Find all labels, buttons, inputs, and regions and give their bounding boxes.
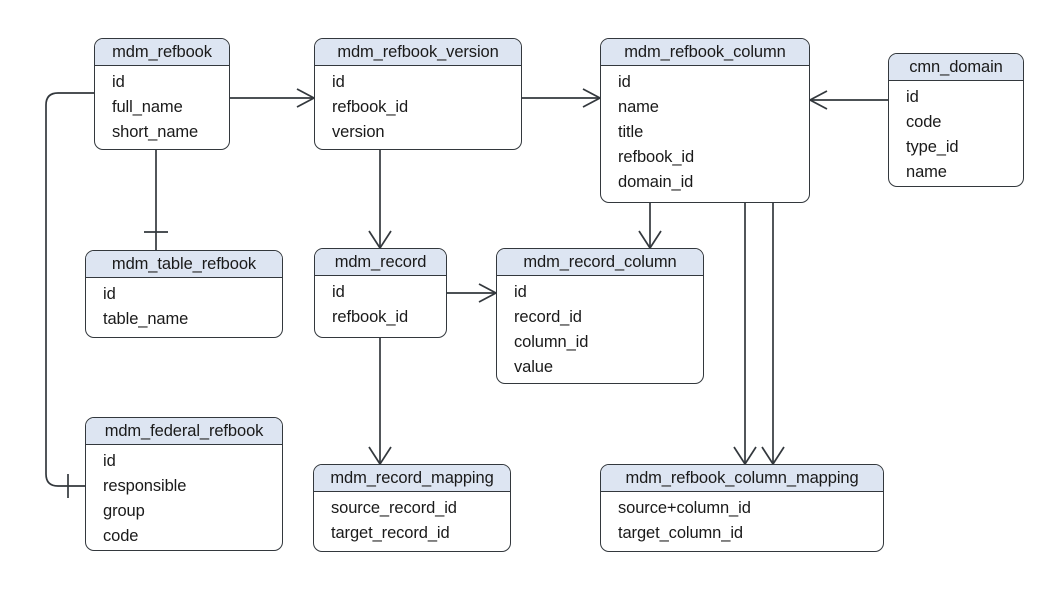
entity-field: code <box>103 527 139 545</box>
entity-field: full_name <box>112 98 183 116</box>
edge-version-to-column <box>522 88 601 108</box>
entity-title: mdm_refbook_version <box>315 39 521 66</box>
entity-field-list: source_record_id target_record_id <box>314 492 510 551</box>
entity-field-list: id table_name <box>86 278 282 337</box>
entity-title: mdm_record <box>315 249 446 276</box>
entity-field-list: id name title refbook_id domain_id <box>601 66 809 200</box>
entity-field: code <box>906 113 942 131</box>
entity-field: table_name <box>103 310 189 328</box>
entity-field: id <box>103 285 116 303</box>
edge-version-to-record <box>368 150 392 249</box>
entity-field: value <box>514 358 553 376</box>
entity-field: version <box>332 123 385 141</box>
entity-field: type_id <box>906 138 959 156</box>
entity-field: group <box>103 502 145 520</box>
entity-title: mdm_refbook_column <box>601 39 809 66</box>
edge-record-to-record-mapping <box>368 338 392 465</box>
entity-field: refbook_id <box>332 98 409 116</box>
entity-title: mdm_record_mapping <box>314 465 510 492</box>
entity-field: target_column_id <box>618 524 743 542</box>
entity-field: target_record_id <box>331 524 450 542</box>
entity-field: record_id <box>514 308 582 326</box>
entity-field: id <box>112 73 125 91</box>
entity-field: id <box>618 73 631 91</box>
entity-field-list: id refbook_id <box>315 276 446 335</box>
entity-field: name <box>618 98 659 116</box>
entity-field: id <box>514 283 527 301</box>
entity-field-list: id full_name short_name <box>95 66 229 149</box>
entity-field: id <box>906 88 919 106</box>
entity-field: domain_id <box>618 173 694 191</box>
edge-column-to-column-mapping-target <box>761 203 785 465</box>
entity-field: source_record_id <box>331 499 457 517</box>
entity-field-list: source+column_id target_column_id <box>601 492 883 551</box>
edge-refbook-to-version <box>230 88 315 108</box>
entity-field: responsible <box>103 477 187 495</box>
entity-field: id <box>103 452 116 470</box>
edge-column-to-column-mapping-source <box>733 203 757 465</box>
entity-field-list: id responsible group code <box>86 445 282 550</box>
entity-field: short_name <box>112 123 199 141</box>
entity-field: refbook_id <box>618 148 695 166</box>
entity-field: refbook_id <box>332 308 409 326</box>
edge-refbook-to-table-refbook <box>144 150 168 250</box>
entity-field: title <box>618 123 644 141</box>
edge-column-to-domain <box>809 90 888 110</box>
entity-title: mdm_table_refbook <box>86 251 282 278</box>
entity-title: cmn_domain <box>889 54 1023 81</box>
edge-record-to-record-column <box>447 283 497 303</box>
entity-title: mdm_federal_refbook <box>86 418 282 445</box>
edge-column-to-record-column <box>638 203 662 249</box>
entity-title: mdm_refbook_column_mapping <box>601 465 883 492</box>
entity-title: mdm_record_column <box>497 249 703 276</box>
entity-field: source+column_id <box>618 499 751 517</box>
entity-field: id <box>332 283 345 301</box>
entity-field: column_id <box>514 333 589 351</box>
entity-field: name <box>906 163 947 181</box>
entity-field: id <box>332 73 345 91</box>
entity-title: mdm_refbook <box>95 39 229 66</box>
